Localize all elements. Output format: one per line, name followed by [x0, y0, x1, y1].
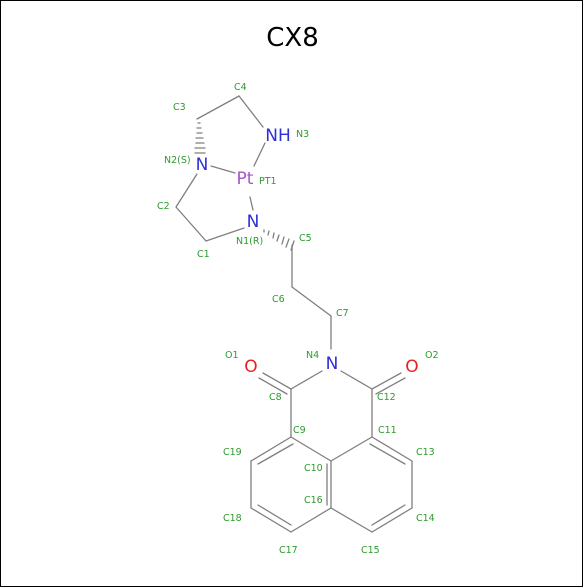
bond-c3-n2-hashed — [194, 122, 206, 154]
label-c15: C15 — [361, 545, 380, 556]
label-o1: O1 — [225, 350, 239, 361]
bond-n2-c2 — [175, 173, 198, 208]
n1-symbol: N — [247, 212, 260, 232]
label-c10: C10 — [304, 463, 323, 474]
label-c17: C17 — [279, 545, 298, 556]
bond-c9-c19-double — [257, 443, 294, 465]
label-c8: C8 — [269, 392, 282, 403]
bond-c8-o1-double — [258, 377, 288, 395]
label-c11: C11 — [378, 425, 397, 436]
bond-c14-c15 — [371, 507, 413, 533]
n4-symbol: N — [326, 354, 339, 374]
bond-c10-c11 — [330, 436, 373, 462]
bond-c11-c13 — [371, 436, 413, 462]
bond-c9-c10 — [290, 436, 332, 462]
label-n2: N2(S) — [164, 155, 191, 166]
n3-symbol: NH — [265, 126, 291, 146]
bond-c18-c17-double — [257, 504, 292, 526]
label-c1: C1 — [197, 249, 210, 260]
bond-c17-c16 — [290, 507, 332, 533]
bond-c14-c15-double — [371, 504, 406, 526]
atom-labels: C4 C3 N3 N2(S) PT1 C2 N1(R) C5 C1 C6 C7 … — [157, 82, 439, 556]
element-symbols: Pt N NH N N O O — [196, 126, 419, 377]
n2-symbol: N — [196, 155, 209, 175]
bond-c8-o1 — [262, 372, 292, 390]
o1-symbol: O — [244, 357, 257, 377]
label-c13: C13 — [416, 447, 435, 458]
label-c9: C9 — [293, 425, 306, 436]
bond-c18-c17 — [250, 507, 292, 533]
bond-n2-pt — [210, 165, 236, 174]
label-c2: C2 — [157, 201, 170, 212]
bond-n4-c8 — [290, 370, 323, 390]
bond-c6-c7 — [291, 286, 332, 317]
bond-n3-pt — [253, 142, 266, 167]
bond-c12-o2-double — [375, 377, 406, 395]
label-c12: C12 — [377, 392, 396, 403]
label-n4: N4 — [306, 350, 319, 361]
bond-c9-c19 — [250, 436, 292, 462]
bond-n1-c5-hashed — [263, 229, 295, 251]
label-c6: C6 — [272, 294, 285, 305]
bond-pt-n1 — [249, 196, 254, 211]
bond-c4-n3 — [238, 95, 264, 128]
bonds — [175, 95, 413, 533]
label-n1: N1(R) — [236, 236, 263, 247]
label-c4: C4 — [234, 82, 247, 93]
label-o2: O2 — [425, 350, 439, 361]
label-c14: C14 — [416, 513, 435, 524]
bond-c1-n1 — [205, 227, 245, 242]
label-c7: C7 — [336, 308, 349, 319]
label-c5: C5 — [299, 233, 312, 244]
bond-n4-c12 — [340, 370, 373, 390]
label-c19: C19 — [223, 447, 242, 458]
label-c3: C3 — [173, 102, 186, 113]
diagram-title: CX8 — [266, 23, 319, 53]
bond-c11-c13-double — [369, 443, 406, 465]
pt-symbol: Pt — [237, 169, 254, 189]
label-n3: N3 — [296, 129, 309, 140]
bond-c12-o2 — [371, 372, 402, 390]
o2-symbol: O — [405, 357, 418, 377]
bond-c4-c3 — [196, 95, 240, 120]
label-pt: PT1 — [259, 176, 277, 187]
label-c16: C16 — [304, 495, 323, 506]
bond-c2-c1 — [175, 206, 207, 242]
bond-c15-c16 — [330, 507, 373, 533]
label-c18: C18 — [223, 513, 242, 524]
